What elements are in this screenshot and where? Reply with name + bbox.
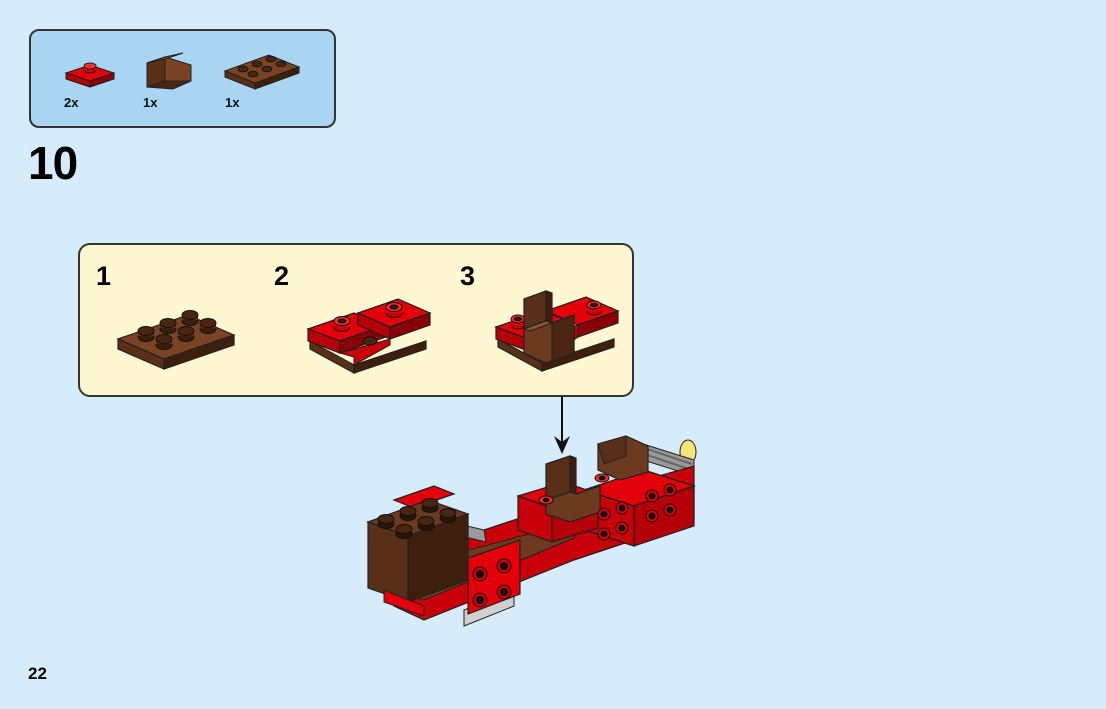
red-jumper-plates-on-brown-icon [306,298,432,375]
page-number: 22 [28,664,47,683]
part-2-qty: 1x [143,95,158,110]
sub-step-3-number: 3 [460,261,476,291]
brown-brick-1x2-icon [146,52,192,90]
red-plate-1x2-jumper-icon [64,62,116,88]
step-number: 10 [28,137,78,189]
brown-plate-2x3-icon [116,310,236,370]
sub-assembly-box: 1 2 3 [78,243,634,397]
fire-truck-assembly-icon [366,435,697,627]
sub-step-1-number: 1 [96,261,112,291]
sub-step-2-number: 2 [274,261,290,291]
part-3-qty: 1x [225,95,240,110]
brown-brick-on-red-plates-icon [494,290,620,373]
brown-plate-2x3-icon [223,54,301,90]
part-1-qty: 2x [64,95,79,110]
parts-list-box: 2x 1x 1x [29,29,336,128]
down-arrow-icon [554,396,570,454]
